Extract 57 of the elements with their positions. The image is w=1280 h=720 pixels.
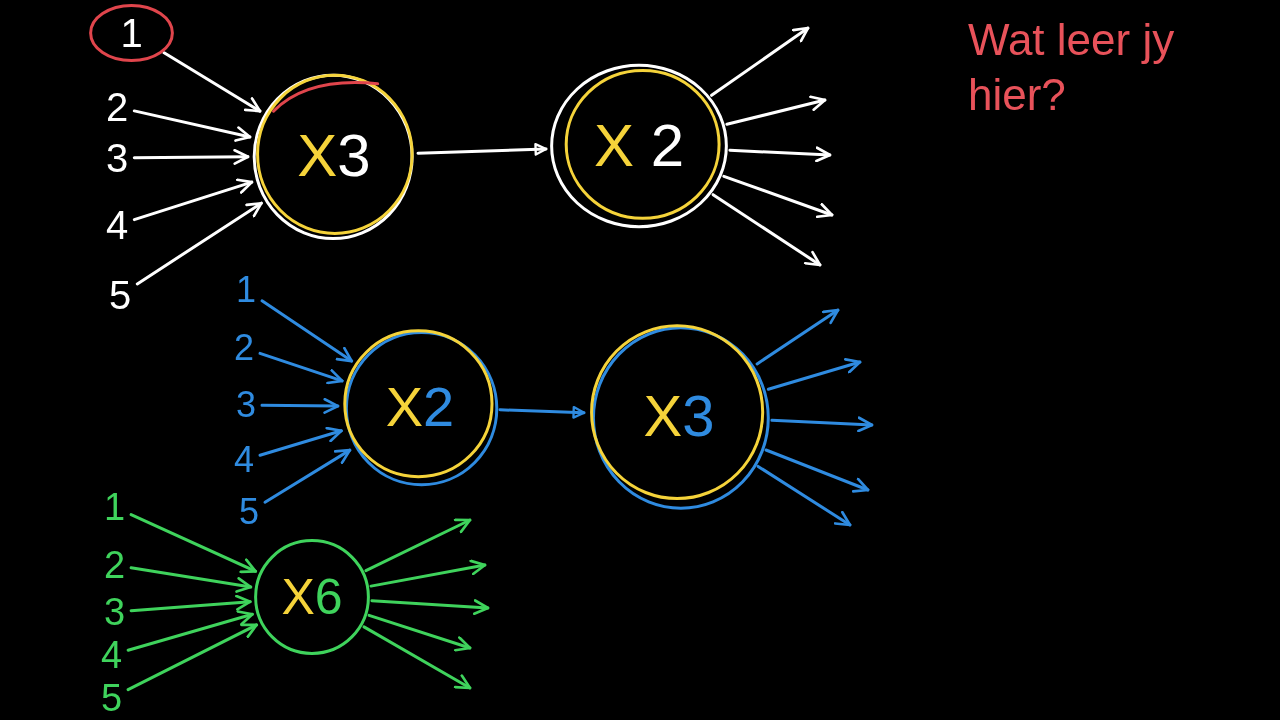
arrow xyxy=(126,610,254,652)
arrow xyxy=(258,426,343,457)
arrow xyxy=(364,518,472,573)
arrow xyxy=(711,193,822,267)
number-label: 5 xyxy=(239,494,260,530)
circle-node xyxy=(252,537,372,657)
number-label: 4 xyxy=(234,442,255,478)
circle-node xyxy=(548,62,730,230)
arrow xyxy=(260,299,354,363)
multiplier-label: X3 xyxy=(643,387,715,445)
number-label: 4 xyxy=(106,205,129,245)
number-label: 1 xyxy=(120,13,143,53)
arrow xyxy=(362,625,472,690)
arrow xyxy=(132,109,252,142)
number-label: 5 xyxy=(101,679,123,717)
arrow xyxy=(367,613,472,652)
arrow xyxy=(263,448,352,504)
number-label: 2 xyxy=(104,546,126,584)
multiplier-label: X2 xyxy=(385,379,455,435)
number-label: 5 xyxy=(109,275,132,315)
arrow xyxy=(369,559,487,588)
multiplier-label: X 2 xyxy=(593,116,685,176)
circle-node xyxy=(340,326,500,488)
arrow xyxy=(498,405,586,419)
multiplier-label: X3 xyxy=(297,126,371,186)
arrow xyxy=(725,95,827,126)
arrow xyxy=(258,351,344,385)
arrow xyxy=(728,146,832,163)
number-label: 3 xyxy=(236,387,257,423)
arrow xyxy=(260,397,340,414)
arrow xyxy=(770,416,874,433)
arrow xyxy=(755,308,840,366)
number-label: 1 xyxy=(236,272,257,308)
arrow xyxy=(756,464,852,527)
arrow xyxy=(162,51,262,113)
circled-number xyxy=(88,3,175,63)
arrow xyxy=(764,448,870,493)
arrow xyxy=(370,599,490,616)
arrow xyxy=(710,26,810,97)
number-label: 4 xyxy=(101,636,123,674)
number-label: 1 xyxy=(104,488,126,526)
arrow xyxy=(416,142,548,156)
number-label: 3 xyxy=(104,593,126,631)
arrow xyxy=(129,513,258,574)
arrow xyxy=(129,566,253,593)
arrow xyxy=(766,358,862,391)
arrow xyxy=(132,148,250,165)
arrow xyxy=(132,178,254,222)
arrow xyxy=(126,623,259,692)
arrow xyxy=(722,174,834,219)
arrow xyxy=(135,201,263,286)
number-label: 2 xyxy=(106,87,129,127)
number-label: 3 xyxy=(106,138,129,178)
question-text: Wat leer jy hier? xyxy=(968,14,1176,121)
number-label: 2 xyxy=(234,330,255,366)
arrow xyxy=(129,594,252,613)
multiplier-label: X6 xyxy=(281,572,343,622)
